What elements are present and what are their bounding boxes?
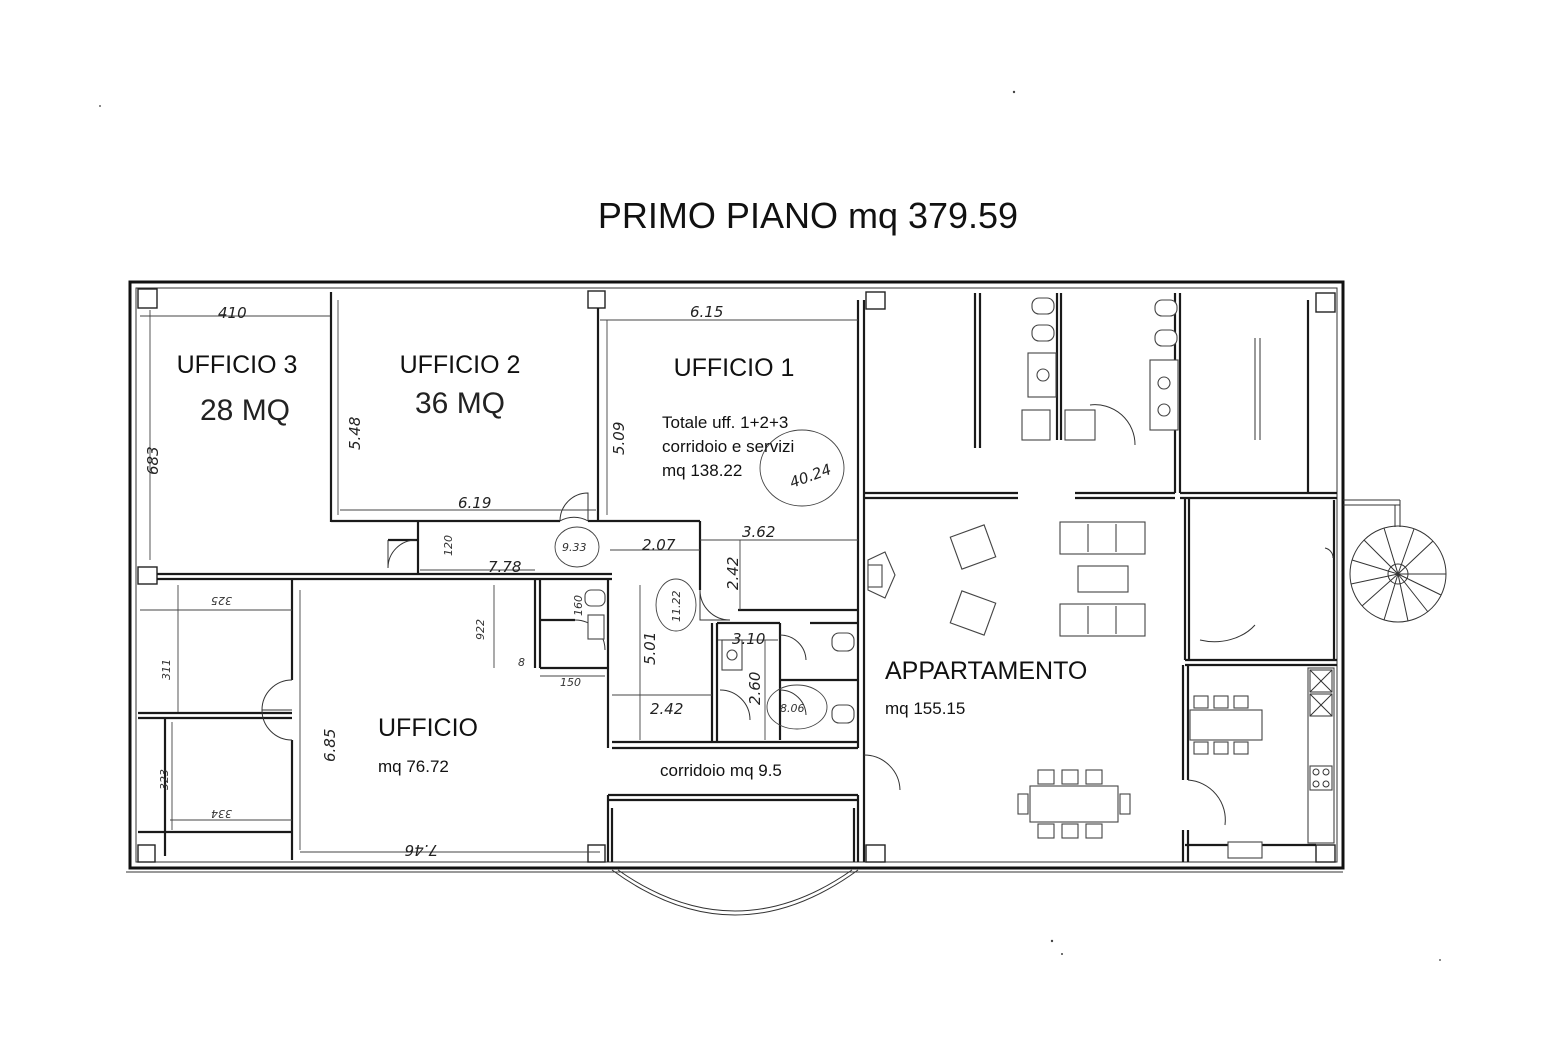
pillars xyxy=(137,288,1336,863)
plan-title: PRIMO PIANO mq 379.59 xyxy=(598,195,1018,236)
room-appartamento-area: mq 155.15 xyxy=(885,699,965,718)
balcony-arc xyxy=(611,869,859,916)
dimension-lines xyxy=(140,300,858,853)
dim-778: 7.78 xyxy=(488,558,521,576)
dim-933: 9.33 xyxy=(562,541,587,554)
dim-160: 160 xyxy=(572,595,585,616)
dim-548: 5.48 xyxy=(346,417,364,450)
dim-120: 120 xyxy=(442,535,455,556)
dim-207: 2.07 xyxy=(642,536,676,554)
dim-746: 7.46 xyxy=(405,841,438,859)
room-ufficio3-name: UFFICIO 3 xyxy=(177,351,298,379)
dim-4024: 40.24 xyxy=(787,460,834,492)
dim-8: 8 xyxy=(518,656,525,669)
spiral-staircase-icon xyxy=(1343,499,1447,623)
dim-334: 334 xyxy=(211,807,232,820)
room-ufficio1-note-3: mq 138.22 xyxy=(662,461,742,480)
dim-311: 311 xyxy=(160,659,173,680)
dim-150: 150 xyxy=(560,676,581,689)
room-ufficio-name: UFFICIO xyxy=(378,714,478,742)
room-appartamento-name: APPARTAMENTO xyxy=(885,657,1087,685)
dim-1122: 11.22 xyxy=(670,591,683,623)
room-ufficio-area: mq 76.72 xyxy=(378,757,449,776)
dim-615: 6.15 xyxy=(690,303,723,321)
kitchen-counter xyxy=(1307,667,1335,844)
room-ufficio1-note-2: corridoio e servizi xyxy=(662,437,794,456)
scan-specks xyxy=(99,90,1441,961)
room-ufficio1-note-1: Totale uff. 1+2+3 xyxy=(662,413,788,432)
room-ufficio2-area: 36 MQ xyxy=(415,387,505,420)
dim-362: 3.62 xyxy=(742,523,775,541)
bathroom-fixtures xyxy=(584,297,1263,859)
dim-410: 410 xyxy=(218,304,247,322)
dim-242a: 2.42 xyxy=(724,557,742,590)
room-ufficio2-name: UFFICIO 2 xyxy=(400,351,521,379)
dim-619: 6.19 xyxy=(458,494,491,512)
dim-310: 3.10 xyxy=(732,630,765,648)
dim-260: 2.60 xyxy=(746,672,764,705)
dim-683: 683 xyxy=(144,446,162,475)
dim-501: 5.01 xyxy=(641,632,659,665)
room-corridoio-label: corridoio mq 9.5 xyxy=(660,761,782,780)
room-ufficio3-area: 28 MQ xyxy=(200,394,290,427)
dim-685: 6.85 xyxy=(321,729,339,762)
living-furniture xyxy=(867,521,1146,637)
dim-922: 922 xyxy=(474,619,487,640)
dim-242b: 2.42 xyxy=(650,700,683,718)
dim-509: 5.09 xyxy=(610,422,628,455)
room-ufficio1-name: UFFICIO 1 xyxy=(674,354,795,382)
dim-323: 323 xyxy=(158,769,171,790)
dim-806: 8.06 xyxy=(780,702,805,715)
doors xyxy=(261,404,1334,826)
outer-walls xyxy=(126,280,1345,873)
dining-tables xyxy=(1017,695,1263,839)
dim-325: 325 xyxy=(211,594,232,607)
office-walls xyxy=(138,292,860,862)
